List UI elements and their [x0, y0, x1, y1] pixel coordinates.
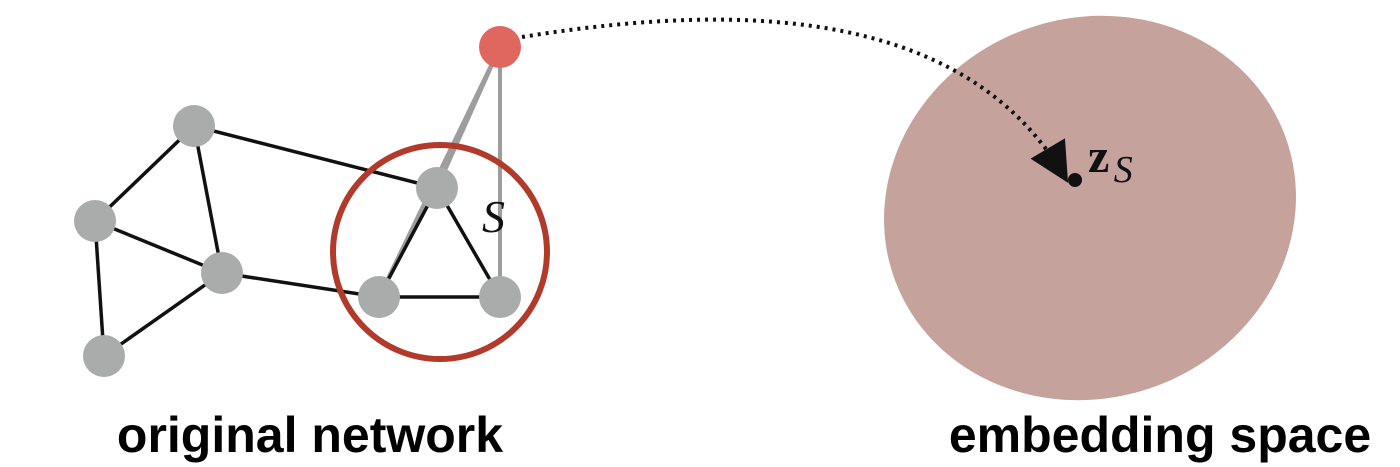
node — [83, 335, 125, 377]
embedding-space-blob — [884, 15, 1296, 401]
edge — [221, 271, 380, 299]
node — [74, 200, 116, 242]
subgraph-node — [416, 167, 458, 209]
caption-embedding-space: embedding space — [949, 407, 1371, 463]
virtual-node — [479, 26, 521, 68]
caption-original-network: original network — [117, 407, 503, 463]
network-nodes — [74, 105, 521, 377]
subgraph-node — [479, 276, 521, 318]
edge — [102, 271, 224, 358]
subgraph-label: S — [482, 191, 505, 242]
embedding-label-subscript: S — [1114, 149, 1133, 191]
node — [201, 252, 243, 294]
edge — [93, 124, 196, 223]
subgraph-highlight-circle — [330, 142, 550, 362]
subgraph-node — [358, 276, 400, 318]
node — [173, 105, 215, 147]
edge — [192, 125, 224, 274]
edge — [93, 220, 106, 357]
embedding-label: z S — [1088, 130, 1133, 191]
network-edges — [93, 124, 502, 358]
edge — [94, 219, 223, 275]
embedding-point — [1068, 173, 1082, 187]
embedding-label-main: z — [1088, 130, 1109, 183]
edge — [193, 124, 438, 190]
mapping-arrow — [521, 17, 1069, 183]
